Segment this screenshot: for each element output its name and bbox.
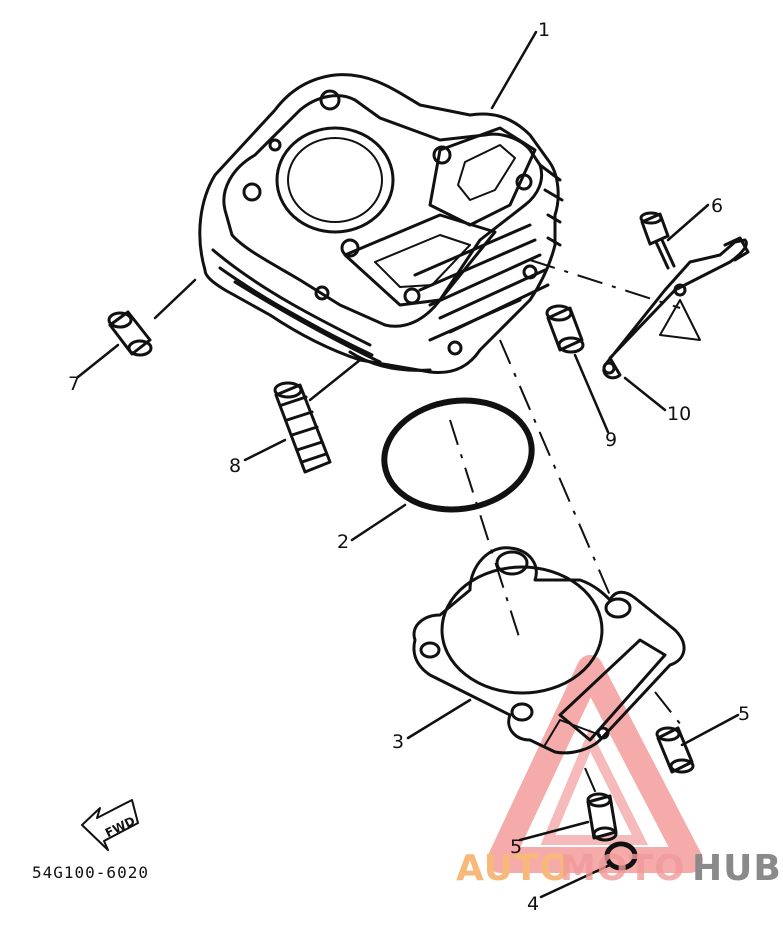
bolt-part: [639, 211, 676, 270]
callout-4: 4: [527, 893, 539, 915]
watermark-logo-icon: [487, 655, 703, 873]
fwd-label: FWD: [103, 814, 137, 840]
callout-6: 6: [711, 195, 723, 217]
callout-10: 10: [667, 403, 691, 425]
watermark-part1: AUTO: [456, 848, 571, 889]
dowel-pin-part: [655, 726, 695, 774]
spring-part: [273, 381, 332, 474]
fwd-arrow-icon: FWD: [81, 799, 139, 851]
watermark-part3: HUB: [692, 848, 782, 889]
callout-3: 3: [392, 731, 404, 753]
watermark-part2: MOTO: [560, 848, 686, 889]
bracket-part: [602, 236, 750, 380]
callout-9: 9: [605, 429, 617, 451]
callout-1: 1: [538, 19, 550, 41]
diagram-code: 54G100-6020: [32, 863, 149, 882]
alignment-line: [499, 339, 613, 601]
leader-lines: [76, 30, 740, 899]
alignment-line-5: [584, 767, 599, 799]
callout-8: 8: [229, 455, 241, 477]
watermark-text: AUTO MOTO HUB: [456, 848, 782, 889]
plug-part: [107, 310, 153, 357]
callout-7: 7: [68, 373, 80, 395]
plug-part-2: [545, 304, 585, 354]
callout-5-second: 5: [510, 836, 522, 858]
callout-5: 5: [738, 703, 750, 725]
hidden-line-triangle: [659, 299, 701, 341]
alignment-line-2: [449, 419, 521, 641]
dowel-pin-part-2: [586, 792, 618, 842]
alignment-line-4: [654, 691, 686, 731]
small-o-ring-part: [604, 841, 638, 871]
callout-2: 2: [337, 531, 349, 553]
cylinder-part: [198, 73, 564, 375]
o-ring-part: [381, 397, 535, 513]
cylinder-gasket-part: [412, 546, 686, 755]
